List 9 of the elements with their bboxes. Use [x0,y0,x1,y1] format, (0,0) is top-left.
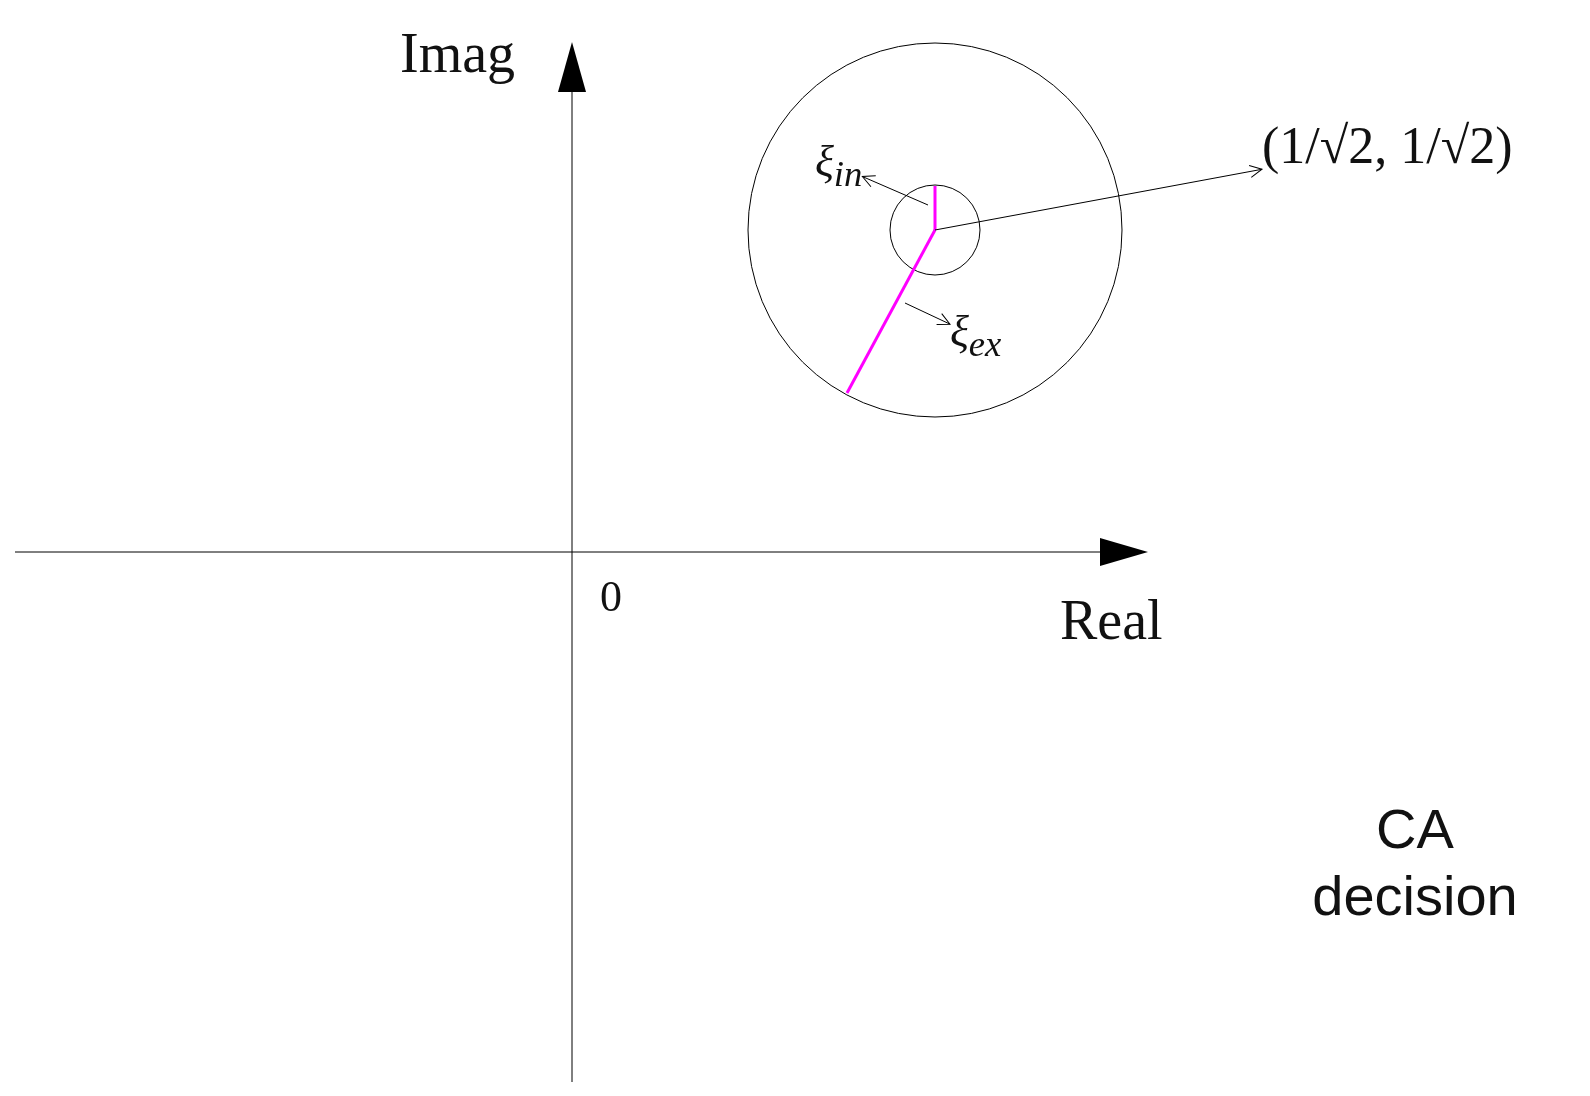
radius-label: ξ$_{in}$ [815,140,863,193]
caption-text: CA decision [1311,796,1519,930]
radius-label: ξ$_{ex}$ [950,310,1002,363]
axis-label: Real [1060,592,1163,648]
leader-line [861,175,929,206]
coordinate-label: (1/√2, 1/√2) [1262,120,1513,172]
origin-label: 0 [600,575,622,619]
leader-line [904,302,951,325]
leader-line [934,165,1263,231]
